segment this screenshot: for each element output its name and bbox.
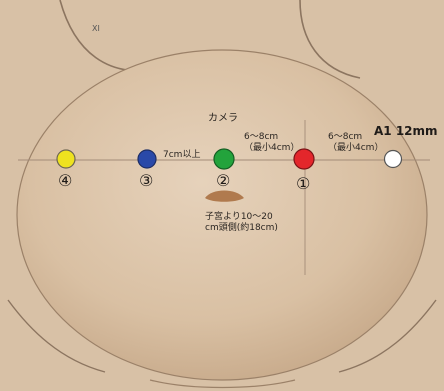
camera-label: カメラ xyxy=(208,109,238,124)
uterus-note-line1: 子宮より10～20 xyxy=(205,212,278,223)
image-label: XI xyxy=(92,24,100,33)
assist-port-circle xyxy=(385,151,402,168)
distance-port3-port2: 7cm以上 xyxy=(163,150,200,161)
distance-port2-port1-line2: （最小4cm） xyxy=(244,143,299,154)
port-4-circle xyxy=(57,150,75,168)
port-3-circle xyxy=(138,150,156,168)
port-3-number: ③ xyxy=(139,171,153,190)
assist-port-label: A1 12mm xyxy=(374,124,438,138)
distance-port2-port1: 6～8cm （最小4cm） xyxy=(244,132,299,154)
distance-port2-port1-line1: 6～8cm xyxy=(244,132,299,143)
port-4-number: ④ xyxy=(58,171,72,190)
distance-port1-assist-line2: （最小4cm） xyxy=(328,143,383,154)
uterus-note: 子宮より10～20 cm頭側(約18cm) xyxy=(205,212,278,234)
port-1-number: ① xyxy=(296,174,310,193)
port-2-circle xyxy=(214,149,234,169)
port-2-number: ② xyxy=(216,171,230,190)
uterus-note-line2: cm頭側(約18cm) xyxy=(205,223,278,234)
